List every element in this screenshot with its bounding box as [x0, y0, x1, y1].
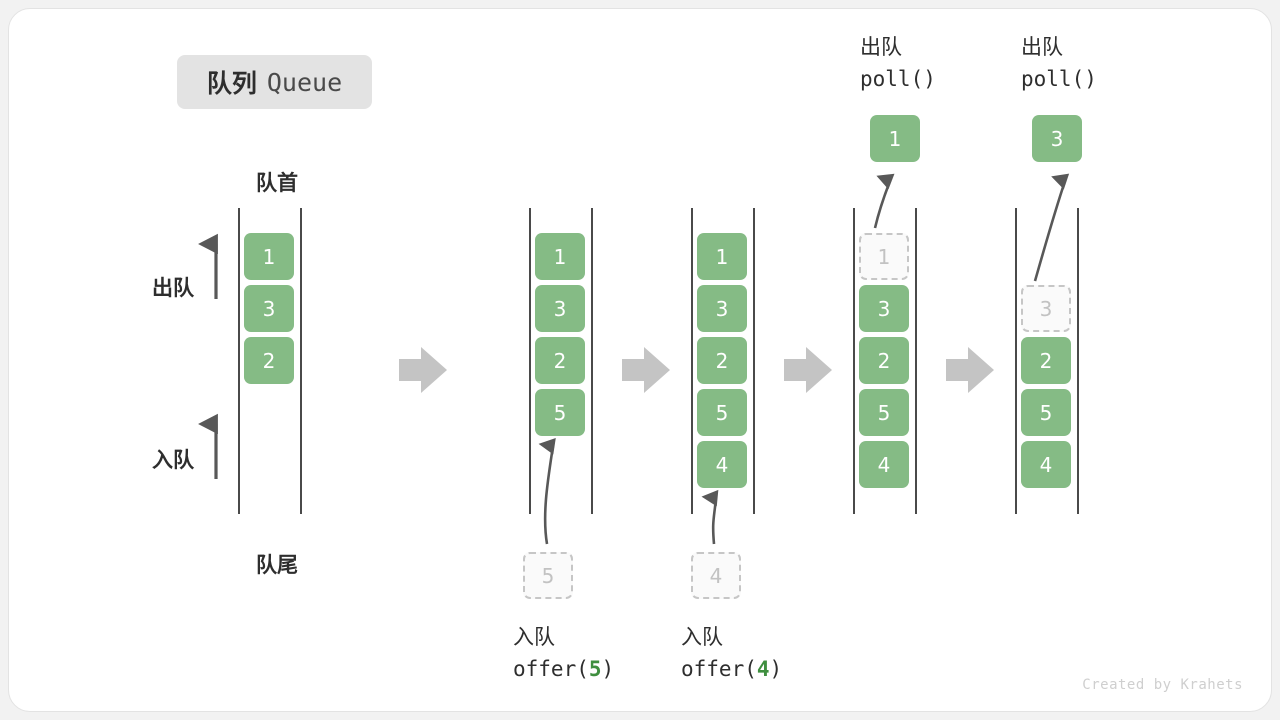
queue-cell: 3 — [244, 285, 294, 332]
queue-cell: 3 — [859, 285, 909, 332]
queue-cell: 2 — [1021, 337, 1071, 384]
caption-code-arg: 4 — [756, 657, 770, 681]
diagram-title-badge: 队列 Queue — [177, 55, 372, 109]
queue-cell-removed: 3 — [1021, 285, 1071, 332]
incoming-ghost-cell: 4 — [691, 552, 741, 599]
title-en: Queue — [266, 67, 343, 97]
dequeue-label: 出队 — [152, 276, 194, 300]
queue-rail-left-1 — [238, 208, 240, 514]
flow-arrow-1 — [399, 347, 447, 393]
title-cn: 队列 — [206, 69, 257, 98]
watermark: Created by Krahets — [1082, 677, 1243, 693]
caption-cn: 入队 — [513, 625, 555, 649]
incoming-ghost-cell: 5 — [523, 552, 573, 599]
stage-caption-poll-1: 出队 poll() — [860, 31, 936, 91]
queue-cell: 3 — [697, 285, 747, 332]
head-label: 队首 — [256, 171, 298, 195]
arrow-overlay — [198, 173, 1070, 545]
queue-cell: 5 — [1021, 389, 1071, 436]
queue-cell: 5 — [859, 389, 909, 436]
flow-arrow-2 — [622, 347, 670, 393]
poll-3-arrow — [1033, 173, 1070, 282]
caption-code-suffix: ) — [601, 657, 615, 681]
queue-rail-right-4 — [915, 208, 917, 514]
queue-cell: 4 — [1021, 441, 1071, 488]
caption-cn: 出队 — [1021, 35, 1063, 59]
caption-code-prefix: offer( — [681, 657, 757, 681]
queue-cell: 1 — [535, 233, 585, 280]
outgoing-cell: 1 — [870, 115, 920, 162]
queue-rail-right-3 — [753, 208, 755, 514]
outgoing-cell: 3 — [1032, 115, 1082, 162]
caption-code: poll() — [860, 67, 936, 91]
queue-cell-new: 4 — [697, 441, 747, 488]
caption-code: poll() — [1021, 67, 1097, 91]
caption-code-prefix: offer( — [513, 657, 589, 681]
enqueue-label: 入队 — [152, 448, 194, 472]
tail-label: 队尾 — [256, 553, 298, 577]
flow-arrow-4 — [946, 347, 994, 393]
flow-arrow-3 — [784, 347, 832, 393]
queue-rail-left-2 — [529, 208, 531, 514]
queue-cell: 5 — [697, 389, 747, 436]
queue-cell: 1 — [697, 233, 747, 280]
stage-caption-poll-3: 出队 poll() — [1021, 31, 1097, 91]
diagram-card: 队列 Queue 队首 队尾 出队 入队 1 3 2 1 3 2 5 5 入队 … — [8, 8, 1272, 712]
queue-cell: 4 — [859, 441, 909, 488]
queue-rail-right-5 — [1077, 208, 1079, 514]
queue-rail-left-3 — [691, 208, 693, 514]
queue-rail-right-1 — [300, 208, 302, 514]
queue-cell: 1 — [244, 233, 294, 280]
stage-caption-offer-4: 入队 offer(4) — [681, 621, 782, 681]
queue-cell: 2 — [859, 337, 909, 384]
caption-cn: 入队 — [681, 625, 723, 649]
queue-rail-right-2 — [591, 208, 593, 514]
offer-4-arrow — [701, 489, 719, 545]
queue-cell: 3 — [535, 285, 585, 332]
caption-code-suffix: ) — [769, 657, 783, 681]
queue-cell: 2 — [244, 337, 294, 384]
queue-rail-left-4 — [853, 208, 855, 514]
offer-5-arrow — [538, 438, 556, 545]
caption-code-arg: 5 — [588, 657, 602, 681]
poll-1-arrow — [873, 173, 895, 229]
queue-rail-left-5 — [1015, 208, 1017, 514]
stage-caption-offer-5: 入队 offer(5) — [513, 621, 614, 681]
caption-cn: 出队 — [860, 35, 902, 59]
queue-cell-new: 5 — [535, 389, 585, 436]
queue-cell-removed: 1 — [859, 233, 909, 280]
queue-cell: 2 — [535, 337, 585, 384]
queue-cell: 2 — [697, 337, 747, 384]
